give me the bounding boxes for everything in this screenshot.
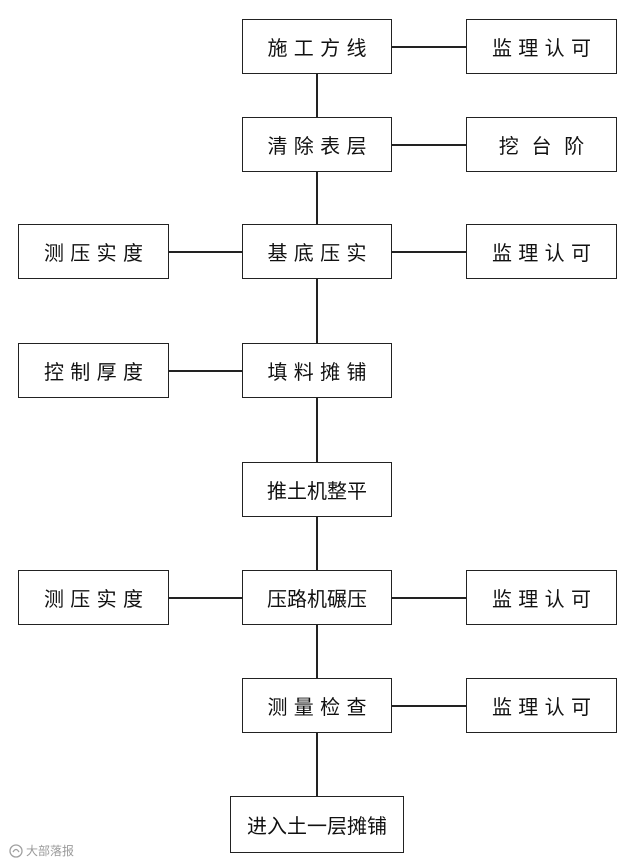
right-box-jianli-renke-3: 监 理 认 可 [466, 570, 617, 625]
left-label: 测 压 实 度 [43, 587, 144, 611]
step-box-jinru-xiayiceng: 进入土一层摊铺 [230, 796, 404, 853]
right-box-jianli-renke-2: 监 理 认 可 [466, 224, 617, 279]
step-box-jidi-yashi: 基 底 压 实 [242, 224, 392, 279]
connector-spine-2 [316, 171, 318, 224]
connector-spine-1 [316, 73, 318, 117]
left-label: 测 压 实 度 [43, 241, 144, 265]
right-box-jianli-renke-4: 监 理 认 可 [466, 678, 617, 733]
right-label: 挖 台 阶 [498, 134, 585, 158]
left-label: 控 制 厚 度 [43, 360, 144, 384]
left-box-ce-yashidu-1: 测 压 实 度 [18, 224, 169, 279]
connector-left-6 [168, 597, 243, 599]
step-box-yaluji-nianya: 压路机碾压 [242, 570, 392, 625]
left-box-kongzhi-houdu: 控 制 厚 度 [18, 343, 169, 398]
connector-spine-5 [316, 516, 318, 570]
connector-right-7 [391, 705, 467, 707]
connector-spine-3 [316, 278, 318, 343]
step-box-shigong-fangxian: 施 工 方 线 [242, 19, 392, 74]
connector-right-1 [391, 46, 467, 48]
connector-left-3 [168, 251, 243, 253]
right-label: 监 理 认 可 [491, 241, 592, 265]
connector-spine-6 [316, 624, 318, 678]
step-label: 基 底 压 实 [267, 241, 367, 265]
right-label: 监 理 认 可 [491, 587, 592, 611]
step-label: 进入土一层摊铺 [247, 814, 387, 838]
step-label: 清 除 表 层 [267, 134, 367, 158]
watermark-logo-icon [9, 843, 23, 858]
right-box-jianli-renke-1: 监 理 认 可 [466, 19, 617, 74]
watermark: 大部落报 [8, 842, 74, 859]
watermark-text: 大部落报 [26, 844, 75, 858]
step-label: 填 料 摊 铺 [267, 360, 367, 384]
right-label: 监 理 认 可 [491, 36, 592, 60]
connector-spine-7 [316, 732, 318, 796]
step-box-tuituji-zhengping: 推土机整平 [242, 462, 392, 517]
right-label: 监 理 认 可 [491, 695, 592, 719]
connector-right-2 [391, 144, 467, 146]
connector-right-6 [391, 597, 467, 599]
step-label: 推土机整平 [267, 479, 367, 503]
connector-spine-4 [316, 397, 318, 462]
step-label: 测 量 检 查 [267, 695, 367, 719]
step-label: 压路机碾压 [267, 587, 367, 611]
step-box-qingchu-biaoceng: 清 除 表 层 [242, 117, 392, 172]
step-label: 施 工 方 线 [267, 36, 367, 60]
connector-left-4 [168, 370, 243, 372]
step-box-tianliao-tanpu: 填 料 摊 铺 [242, 343, 392, 398]
step-box-celiang-jiancha: 测 量 检 查 [242, 678, 392, 733]
left-box-ce-yashidu-2: 测 压 实 度 [18, 570, 169, 625]
connector-right-3 [391, 251, 467, 253]
right-box-wa-taijie: 挖 台 阶 [466, 117, 617, 172]
